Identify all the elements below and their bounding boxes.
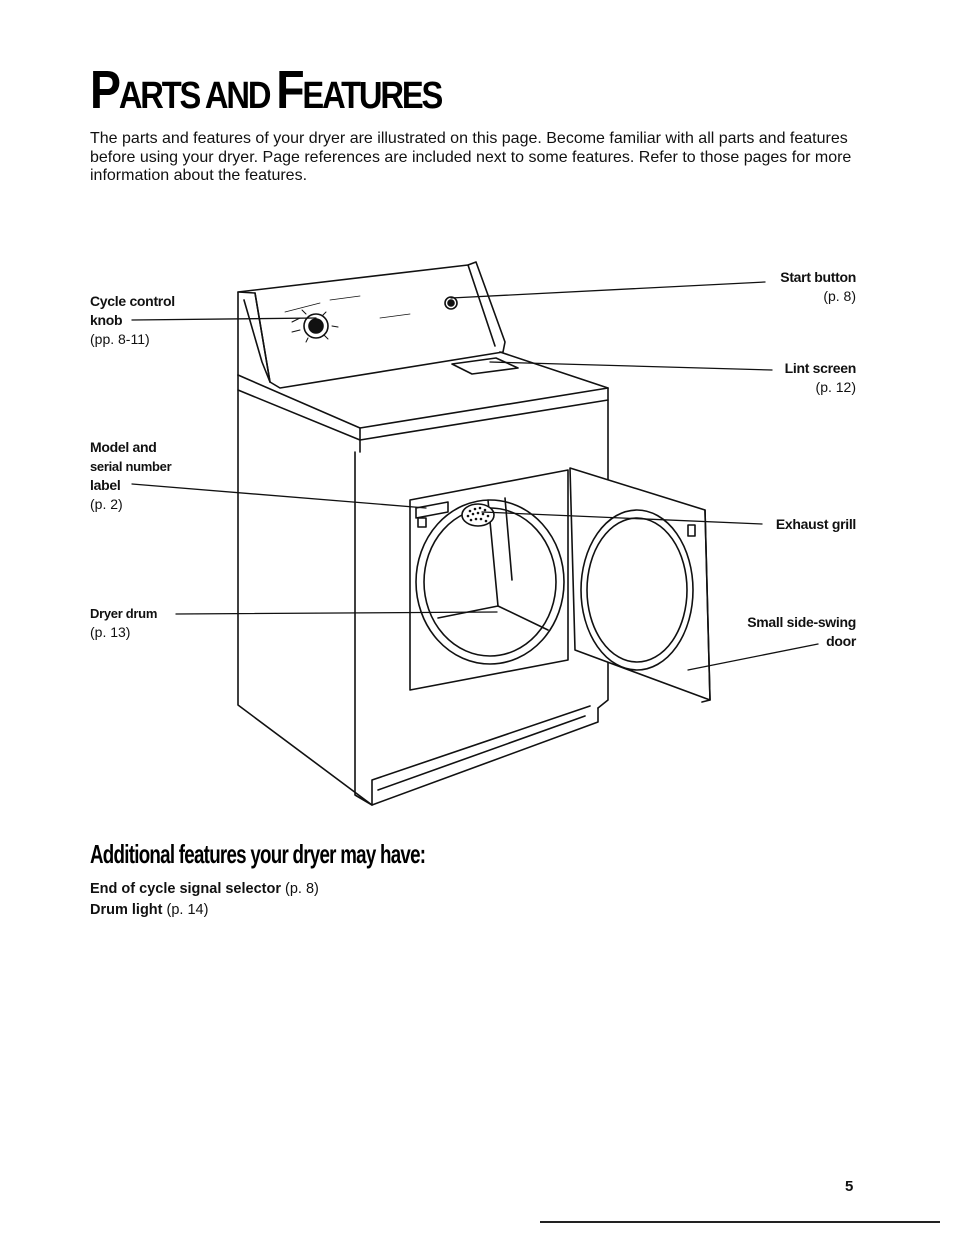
side-swing-door-part <box>569 467 711 703</box>
additional-features-heading: Additional features your dryer may have: <box>90 839 426 869</box>
callout-exhaust-grill: Exhaust grill <box>775 516 856 532</box>
lint-screen-part <box>451 357 519 375</box>
callout-side-swing-door: Small side-swing door <box>747 614 856 649</box>
list-item: End of cycle signal selector (p. 8) <box>90 881 319 897</box>
callout-cycle-control-knob: Cycle control knob (pp. 8-11) <box>90 293 175 347</box>
additional-features-list: End of cycle signal selector (p. 8) Drum… <box>90 879 319 921</box>
dryer-top <box>237 351 609 441</box>
dryer-cabinet <box>237 389 609 806</box>
exhaust-grill-part <box>461 503 495 527</box>
leader-lines <box>131 281 819 671</box>
footer-divider <box>540 1221 940 1223</box>
page-title: PARTS AND FEATURES <box>90 60 443 120</box>
intro-paragraph: The parts and features of your dryer are… <box>90 130 852 184</box>
list-item: Drum light (p. 14) <box>90 902 209 918</box>
callout-dryer-drum: Dryer drum (p. 13) <box>90 606 158 640</box>
callout-lint-screen: Lint screen (p. 12) <box>784 360 857 395</box>
callout-start-button: Start button (p. 8) <box>780 269 856 304</box>
cycle-control-knob <box>291 309 339 343</box>
door-opening <box>409 469 569 691</box>
control-console <box>237 261 506 389</box>
page-number: 5 <box>845 1178 854 1195</box>
callout-model-serial-label: Model and serial number label (p. 2) <box>90 439 172 512</box>
start-button-part <box>444 296 458 310</box>
